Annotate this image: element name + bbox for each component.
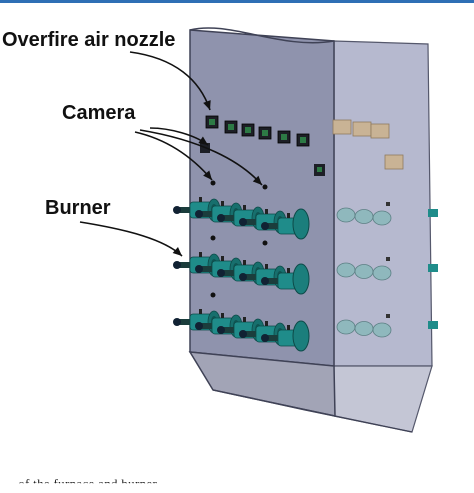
burner-pipe-end [217, 214, 225, 222]
burner-pipe [200, 323, 214, 329]
overfire-air-nozzle-core [300, 137, 306, 143]
side-edge-fitting [428, 321, 438, 329]
burner-pipe-end [239, 330, 247, 338]
side-burner-port [336, 319, 356, 335]
burner-row-front-flange [292, 263, 310, 295]
burner-pipe [244, 219, 258, 225]
burner-pipe-end [173, 318, 181, 326]
camera-label: Camera [62, 102, 136, 124]
burner-fitting [199, 309, 202, 314]
camera-marker [262, 240, 268, 246]
burner-fitting [287, 213, 290, 218]
burner-pipe-end [239, 273, 247, 281]
burner-pipe [222, 270, 236, 276]
side-port-marker [386, 314, 390, 318]
burner-pipe-end [195, 265, 203, 273]
side-wall [333, 40, 433, 367]
burner-pipe [266, 335, 280, 341]
burner-label: Burner [45, 197, 111, 219]
burner-fitting [287, 268, 290, 273]
side-hopper [333, 365, 433, 433]
burner-pipe-end [261, 222, 269, 230]
burner-fitting [199, 252, 202, 257]
camera-marker [210, 292, 216, 298]
burner-pipe [244, 274, 258, 280]
burner-pipe-end [261, 277, 269, 285]
camera-marker [210, 180, 216, 186]
burner-fitting [265, 264, 268, 269]
camera-arrow-2 [139, 129, 263, 186]
burner-pipe-end [195, 210, 203, 218]
side-burner-port [354, 209, 374, 224]
burner-pipe-end [217, 326, 225, 334]
burner-fitting [243, 260, 246, 265]
burner-pipe [200, 211, 214, 217]
overfire-air-nozzle-core [262, 130, 268, 136]
burner-pipe [266, 223, 280, 229]
wall-port-core [317, 167, 322, 172]
burner-fitting [265, 321, 268, 326]
overfire-air-nozzle-core [281, 134, 287, 140]
side-burner-port [372, 210, 392, 226]
burner-pipe [178, 262, 192, 268]
overfire-air-nozzle-arrow [129, 51, 211, 111]
camera-box [352, 121, 372, 137]
side-edge-fitting [428, 264, 438, 272]
side-port-marker [386, 202, 390, 206]
side-burner-port [354, 321, 374, 336]
burner-fitting [221, 201, 224, 206]
burner-fitting [221, 313, 224, 318]
side-burner-port [336, 207, 356, 223]
hopper-bottom [212, 389, 413, 433]
camera-marker [262, 184, 268, 190]
burner-pipe [178, 207, 192, 213]
side-burner-port [336, 262, 356, 278]
side-burner-port [372, 322, 392, 338]
burner-arrow [79, 221, 183, 257]
burner-pipe-end [173, 206, 181, 214]
burner-fitting [199, 197, 202, 202]
burner-pipe [266, 278, 280, 284]
burner-pipe-end [195, 322, 203, 330]
overfire-air-nozzle-core [209, 119, 215, 125]
overfire-air-nozzle-label: Overfire air nozzle [2, 29, 176, 51]
camera-arrow-3-head [198, 136, 208, 145]
caption-fragment: ... of the furnace and burner [4, 476, 158, 491]
burner-pipe-end [261, 334, 269, 342]
burner-pipe [244, 331, 258, 337]
burner-pipe [178, 319, 192, 325]
burner-fitting [265, 209, 268, 214]
camera-box [384, 154, 404, 170]
burner-pipe-end [217, 269, 225, 277]
burner-fitting [243, 317, 246, 322]
burner-pipe [222, 327, 236, 333]
burner-pipe-end [173, 261, 181, 269]
camera-marker [210, 235, 216, 241]
burner-fitting [287, 325, 290, 330]
overfire-air-nozzle-core [245, 127, 251, 133]
side-port-marker [386, 257, 390, 261]
camera-box [332, 119, 352, 135]
burner-fitting [221, 256, 224, 261]
top-accent-rule [0, 0, 474, 3]
camera-arrow-1-head [203, 170, 212, 180]
side-burner-port [354, 264, 374, 279]
camera-arrow-2-head [252, 175, 262, 185]
burner-fitting [243, 205, 246, 210]
burner-row-front-flange [292, 208, 310, 240]
side-burner-port [372, 265, 392, 281]
overfire-air-nozzle-arrowhead [203, 100, 211, 110]
camera-box [370, 123, 390, 139]
burner-pipe-end [239, 218, 247, 226]
burner-arrowhead [172, 247, 182, 256]
burner-row-front-flange [292, 320, 310, 352]
overfire-air-nozzle-core [228, 124, 234, 130]
burner-pipe [200, 266, 214, 272]
burner-pipe [222, 215, 236, 221]
side-edge-fitting [428, 209, 438, 217]
